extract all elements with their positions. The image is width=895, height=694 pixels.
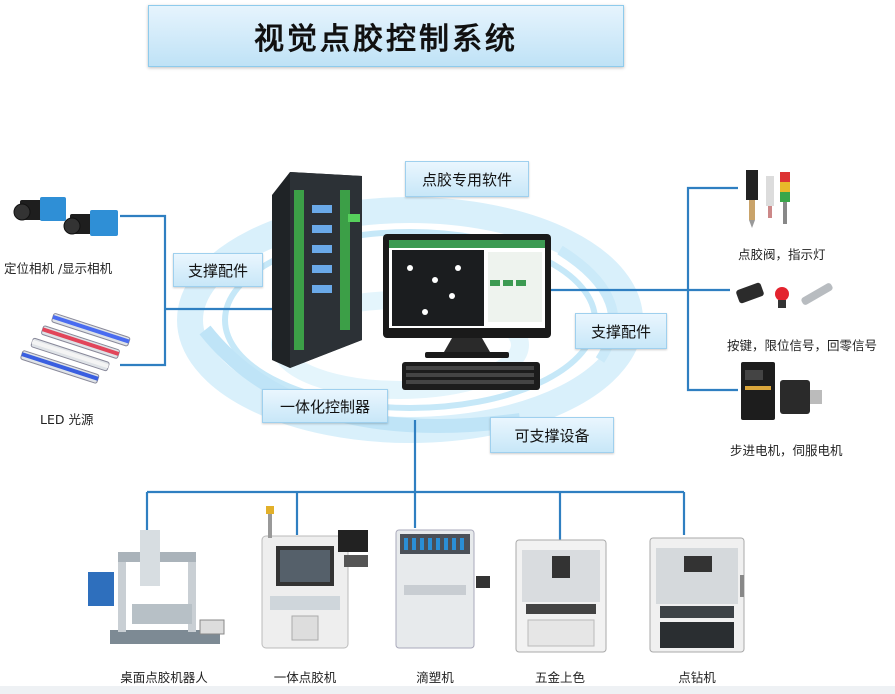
camera-icon	[13, 197, 118, 236]
tower-light-icon	[780, 172, 790, 224]
motors-label: 步进电机，伺服电机	[730, 443, 843, 458]
tag-devices: 可支撑设备	[490, 417, 614, 453]
inline-dispenser-icon	[261, 506, 368, 649]
signals-label: 按键，限位信号，回零信号	[727, 338, 878, 353]
machine-label: 点钻机	[678, 670, 716, 685]
hardware-coloring-machine-icon	[515, 539, 607, 653]
tag-controller: 一体化控制器	[262, 389, 388, 423]
motor-driver-icon	[741, 362, 822, 420]
led-light-icon	[20, 313, 131, 384]
machine-label: 五金上色	[534, 670, 585, 685]
machine-label: 滴塑机	[416, 670, 454, 685]
tag-support-right: 支撑配件	[575, 313, 667, 349]
tag-support-left: 支撑配件	[173, 253, 263, 287]
machine-label: 桌面点胶机器人	[120, 670, 208, 685]
title-banner: 视觉点胶控制系统	[148, 5, 624, 67]
page-title: 视觉点胶控制系统	[254, 22, 518, 57]
tag-software: 点胶专用软件	[405, 161, 529, 197]
machine-label: 一体点胶机	[273, 670, 337, 685]
camera-label: 定位相机 /显示相机	[4, 261, 113, 276]
diamond-setting-machine-icon	[649, 537, 745, 653]
computer-monitor-icon	[383, 234, 551, 390]
drip-molding-machine-icon	[395, 529, 490, 649]
dispensing-valve-icon	[746, 170, 774, 228]
desktop-robot-icon	[88, 530, 225, 644]
valve-label: 点胶阀，指示灯	[738, 247, 826, 262]
limit-switch-icon	[736, 282, 833, 308]
connector-lines	[120, 186, 738, 540]
bottom-strip	[0, 686, 895, 694]
led-label: LED 光源	[40, 412, 94, 427]
controller-cabinet-icon	[272, 172, 362, 368]
